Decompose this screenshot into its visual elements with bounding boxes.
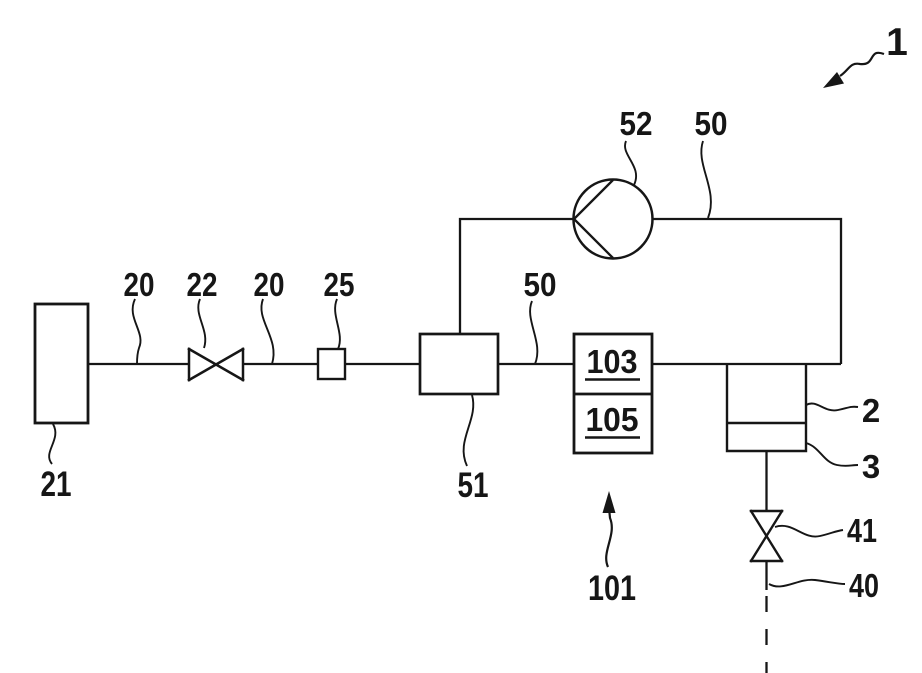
- svg-text:2: 2: [862, 392, 880, 429]
- svg-text:1: 1: [886, 21, 908, 64]
- svg-text:103: 103: [587, 343, 638, 380]
- svg-text:20: 20: [124, 266, 155, 303]
- svg-text:51: 51: [458, 466, 489, 505]
- svg-text:41: 41: [847, 512, 877, 549]
- svg-text:25: 25: [324, 266, 355, 303]
- svg-text:21: 21: [41, 465, 72, 504]
- svg-text:105: 105: [586, 401, 639, 438]
- svg-text:40: 40: [849, 567, 879, 604]
- svg-text:50: 50: [524, 266, 557, 303]
- svg-text:22: 22: [187, 266, 218, 303]
- svg-text:101: 101: [588, 569, 636, 608]
- svg-text:50: 50: [695, 105, 728, 142]
- svg-text:20: 20: [254, 266, 285, 303]
- svg-text:52: 52: [620, 105, 653, 142]
- svg-text:3: 3: [862, 448, 880, 485]
